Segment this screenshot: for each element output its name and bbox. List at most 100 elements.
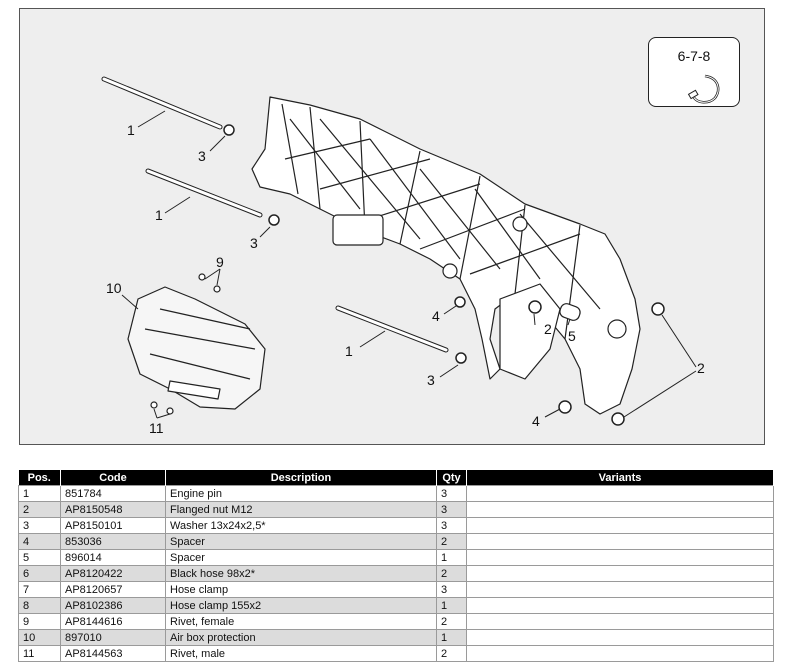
header-pos: Pos. [18,470,61,486]
rivets-male [150,401,174,415]
hose-clamp-icon [687,74,720,104]
cell-code: AP8120422 [60,565,166,582]
table-row: 1 851784 Engine pin 3 [18,485,774,502]
cell-qty: 2 [436,645,467,662]
cell-code: AP8150548 [60,501,166,518]
cell-pos: 1 [18,485,61,502]
cell-description: Hose clamp [165,581,437,598]
table-row: 10 897010 Air box protection 1 [18,629,774,646]
cell-variants [466,597,774,614]
cell-code: AP8102386 [60,597,166,614]
legend-label: 6-7-8 [677,48,711,64]
cell-pos: 6 [18,565,61,582]
callout-4-upper: 4 [432,308,440,324]
spacer-5 [559,303,581,321]
header-variants: Variants [466,470,774,486]
cell-description: Hose clamp 155x2 [165,597,437,614]
cell-code: 897010 [60,629,166,646]
cell-pos: 7 [18,581,61,598]
leader-lines [121,110,697,419]
cell-qty: 3 [436,485,467,502]
callout-11: 11 [149,420,164,436]
callout-9: 9 [216,254,224,270]
callout-2-upper: 2 [544,321,552,337]
parts-table: Pos. Code Description Qty Variants 1 851… [18,470,774,662]
table-row: 6 AP8120422 Black hose 98x2* 2 [18,565,774,582]
flanged-nut-right [651,302,665,316]
cell-qty: 2 [436,565,467,582]
cell-code: AP8120657 [60,581,166,598]
table-header-row: Pos. Code Description Qty Variants [18,470,774,486]
cell-pos: 9 [18,613,61,630]
cell-variants [466,533,774,550]
header-qty: Qty [436,470,467,486]
cell-pos: 11 [18,645,61,662]
cell-code: AP8144563 [60,645,166,662]
cell-variants [466,485,774,502]
cell-qty: 1 [436,597,467,614]
header-code: Code [60,470,166,486]
cell-qty: 2 [436,613,467,630]
cell-pos: 4 [18,533,61,550]
cell-description: Rivet, female [165,613,437,630]
cell-code: 851784 [60,485,166,502]
cell-description: Spacer [165,549,437,566]
table-row: 3 AP8150101 Washer 13x24x2,5* 3 [18,517,774,534]
cell-qty: 3 [436,517,467,534]
table-row: 4 853036 Spacer 2 [18,533,774,550]
cell-code: 896014 [60,549,166,566]
cell-description: Engine pin [165,485,437,502]
cell-variants [466,629,774,646]
table-row: 8 AP8102386 Hose clamp 155x2 1 [18,597,774,614]
rivets-female [198,273,221,293]
callout-3-middle: 3 [250,235,258,251]
flanged-nut-lower [611,412,625,426]
cell-qty: 3 [436,581,467,598]
cell-variants [466,517,774,534]
cell-pos: 2 [18,501,61,518]
cell-variants [466,565,774,582]
table-row: 9 AP8144616 Rivet, female 2 [18,613,774,630]
engine-pin-lower [335,305,467,364]
cell-code: AP8150101 [60,517,166,534]
cell-variants [466,645,774,662]
table-row: 2 AP8150548 Flanged nut M12 3 [18,501,774,518]
callout-2-right: 2 [697,360,705,376]
cell-qty: 3 [436,501,467,518]
engine-pin-top [101,76,235,136]
cell-variants [466,549,774,566]
air-box-protection [127,286,266,410]
table-row: 5 896014 Spacer 1 [18,549,774,566]
callout-5: 5 [568,328,576,344]
cell-description: Washer 13x24x2,5* [165,517,437,534]
cell-pos: 8 [18,597,61,614]
flanged-nut-upper [528,300,542,314]
callout-4-lower: 4 [532,413,540,429]
cell-qty: 1 [436,549,467,566]
cell-pos: 3 [18,517,61,534]
spacer-4-upper [454,296,466,308]
spacer-4-lower [558,400,572,414]
callout-1-top: 1 [127,122,135,138]
callout-1-middle: 1 [155,207,163,223]
cell-description: Black hose 98x2* [165,565,437,582]
header-description: Description [165,470,437,486]
cell-variants [466,613,774,630]
cell-code: AP8144616 [60,613,166,630]
cell-variants [466,581,774,598]
cell-variants [466,501,774,518]
table-row: 7 AP8120657 Hose clamp 3 [18,581,774,598]
cell-description: Rivet, male [165,645,437,662]
cell-description: Flanged nut M12 [165,501,437,518]
diagram-drawing [101,76,697,426]
frame [251,96,641,415]
cell-pos: 10 [18,629,61,646]
cell-code: 853036 [60,533,166,550]
cell-qty: 2 [436,533,467,550]
cell-qty: 1 [436,629,467,646]
callout-1-lower: 1 [345,343,353,359]
cell-pos: 5 [18,549,61,566]
hose-clamp-legend: 6-7-8 [648,37,740,107]
callout-10: 10 [106,280,122,296]
engine-pin-middle [145,168,280,226]
